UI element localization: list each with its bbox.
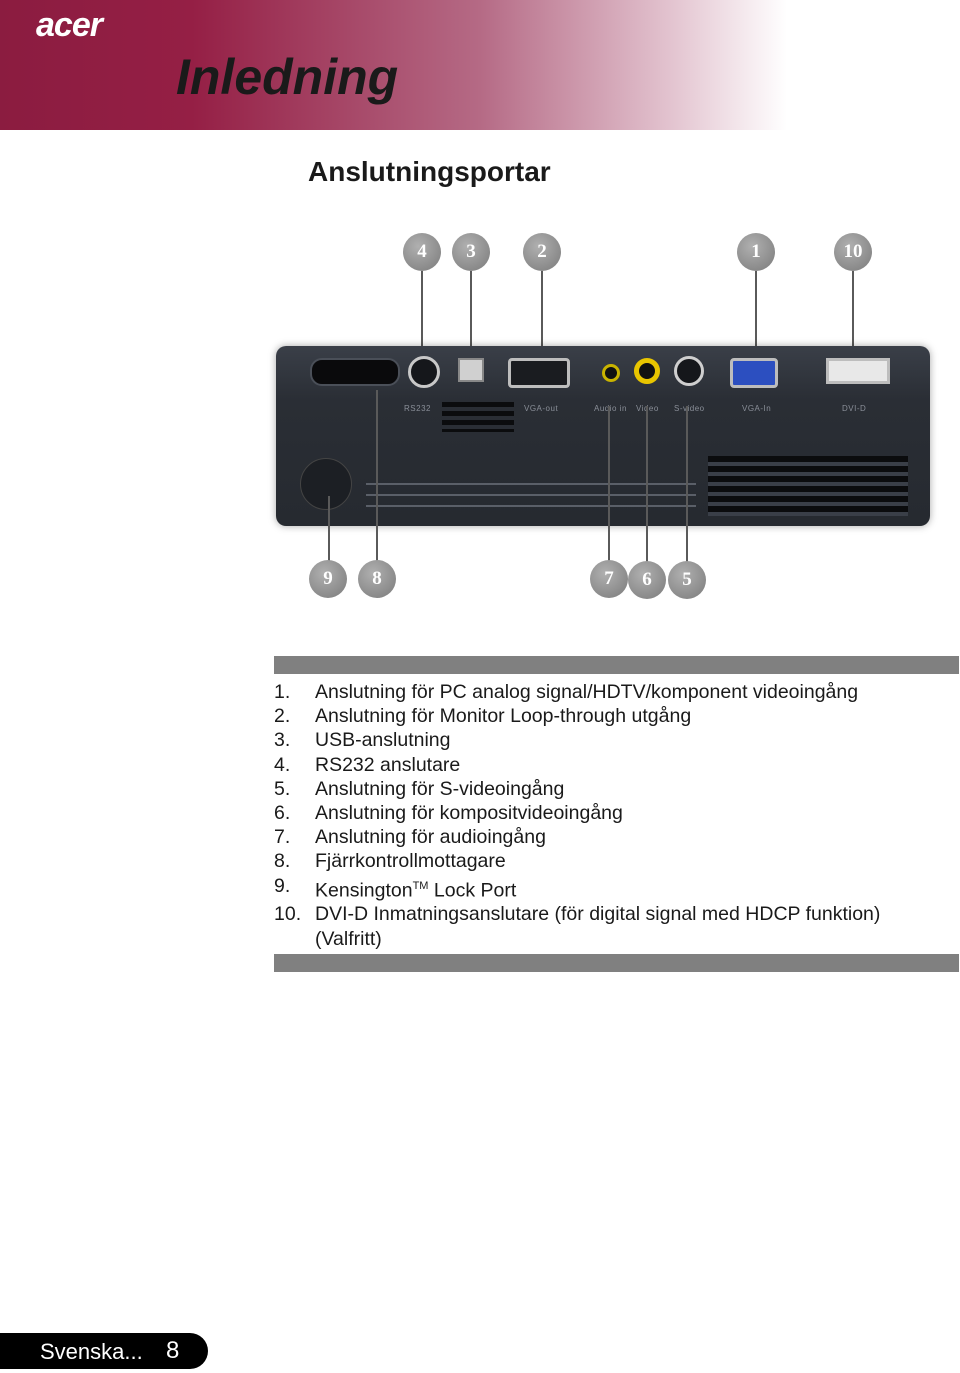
leader-line xyxy=(608,406,610,564)
projector-rear-panel: RS232 VGA-out Audio in Video S-video VGA… xyxy=(276,346,930,526)
leader-line xyxy=(470,271,472,353)
leader-line xyxy=(421,271,423,353)
vent-grille xyxy=(708,456,908,516)
top-rule xyxy=(274,656,959,674)
audio-in-port xyxy=(602,364,620,382)
vga-in-port xyxy=(730,358,778,388)
composite-video-port xyxy=(634,358,660,384)
port-label-rs232: RS232 xyxy=(404,404,431,413)
port-label-s-video: S-video xyxy=(674,404,705,413)
list-item: 8.Fjärrkontrollmottagare xyxy=(274,850,506,873)
dvi-d-port xyxy=(826,358,890,384)
callout-5: 5 xyxy=(668,561,706,599)
list-item: 5.Anslutning för S-videoingång xyxy=(274,777,565,800)
ir-receiver-window xyxy=(310,358,400,386)
list-item: 2.Anslutning för Monitor Loop-through ut… xyxy=(274,705,692,728)
port-label-audio-in: Audio in xyxy=(594,404,627,413)
vent-grille xyxy=(442,402,514,432)
trademark-mark: TM xyxy=(412,879,429,892)
port-label-dvi-d: DVI-D xyxy=(842,404,867,413)
section-title: Anslutningsportar xyxy=(308,156,551,187)
s-video-port xyxy=(674,356,704,386)
callout-4: 4 xyxy=(403,233,441,271)
leader-line xyxy=(686,406,688,564)
port-label-vga-out: VGA-out xyxy=(524,404,559,413)
connector-panel-figure: 4 3 2 1 10 RS232 VGA-out Audio in Video … xyxy=(270,228,940,608)
rs232-port xyxy=(408,356,440,388)
page-number: 8 xyxy=(166,1337,180,1364)
leader-line xyxy=(328,496,330,564)
panel-grooves xyxy=(366,474,696,514)
callout-10: 10 xyxy=(834,233,872,271)
footer-language: Svenska... xyxy=(40,1339,143,1364)
list-item: 6.Anslutning för kompositvideoingång xyxy=(274,802,623,825)
chapter-title: Inledning xyxy=(176,49,399,105)
bottom-rule xyxy=(274,954,959,972)
acer-logo: acer xyxy=(36,6,103,44)
port-label-vga-in: VGA-In xyxy=(742,404,772,413)
list-item: 9.KensingtonTM Lock Port xyxy=(274,874,517,902)
list-item: 4.RS232 anslutare xyxy=(274,753,461,776)
list-item: 1.Anslutning för PC analog signal/HDTV/k… xyxy=(274,681,859,703)
vga-out-port xyxy=(508,358,570,388)
list-item: 7.Anslutning för audioingång xyxy=(274,826,546,849)
port-list: 1.Anslutning för PC analog signal/HDTV/k… xyxy=(274,680,954,951)
callout-6: 6 xyxy=(628,561,666,599)
leader-line xyxy=(852,271,854,353)
kensington-lock-port xyxy=(300,458,352,510)
list-item: 3.USB-anslutning xyxy=(274,729,451,752)
callout-3: 3 xyxy=(452,233,490,271)
leader-line xyxy=(646,406,648,564)
list-item: 10.DVI-D Inmatningsanslutare (för digita… xyxy=(274,903,881,950)
callout-2: 2 xyxy=(523,233,561,271)
callout-9: 9 xyxy=(309,560,347,598)
page-header: acer Inledning xyxy=(0,0,960,130)
footer-tab xyxy=(0,1333,208,1369)
callout-1: 1 xyxy=(737,233,775,271)
leader-line xyxy=(755,271,757,353)
leader-line xyxy=(541,271,543,353)
usb-port xyxy=(458,358,484,382)
callout-8: 8 xyxy=(358,560,396,598)
leader-line xyxy=(376,390,378,564)
callout-7: 7 xyxy=(590,560,628,598)
